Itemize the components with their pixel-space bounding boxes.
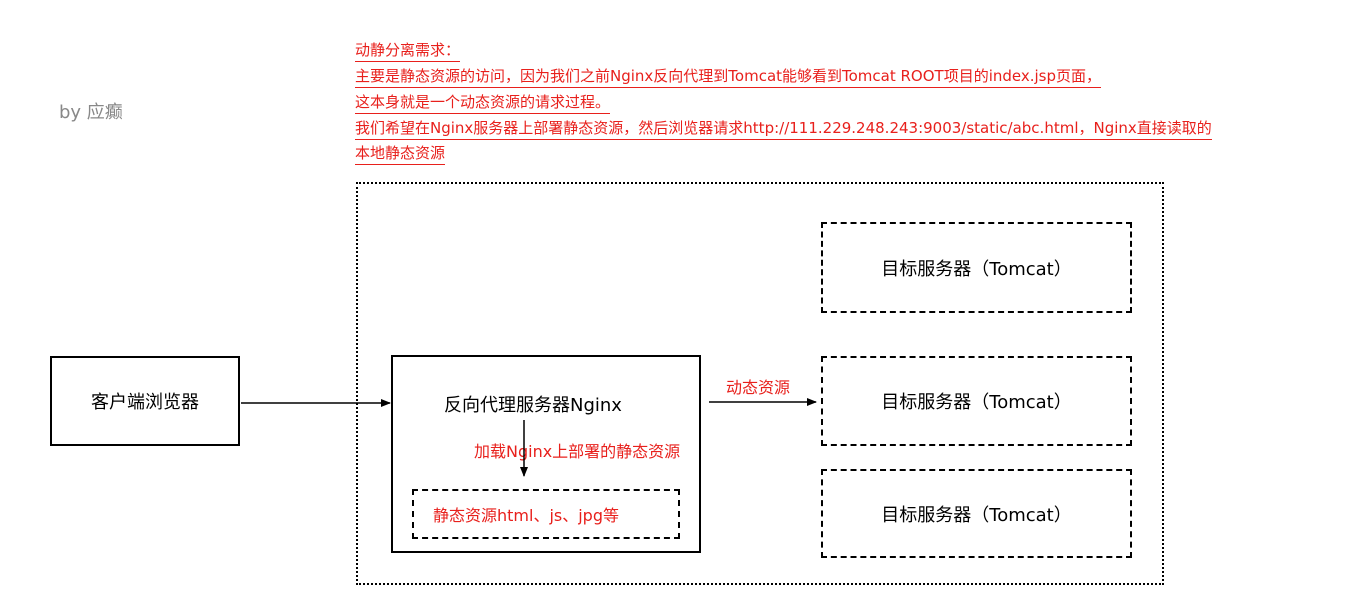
static-resources-node: 静态资源html、js、jpg等 <box>412 489 680 539</box>
client-browser-node: 客户端浏览器 <box>50 356 240 446</box>
tomcat-server-label: 目标服务器（Tomcat） <box>881 504 1072 526</box>
tomcat-server-node: 目标服务器（Tomcat） <box>821 356 1132 446</box>
client-browser-label: 客户端浏览器 <box>91 392 199 413</box>
author-credit: by 应癫 <box>59 102 123 123</box>
requirements-line: 我们希望在Nginx服务器上部署静态资源，然后浏览器请求http://111.2… <box>355 118 1212 140</box>
tomcat-server-node: 目标服务器（Tomcat） <box>821 222 1132 313</box>
tomcat-server-label: 目标服务器（Tomcat） <box>881 392 1072 413</box>
tomcat-server-label: 目标服务器（Tomcat） <box>881 258 1072 280</box>
server-cluster-frame <box>356 182 1164 585</box>
nginx-proxy-node <box>391 355 701 553</box>
nginx-proxy-label: 反向代理服务器Nginx <box>444 395 622 416</box>
requirements-line: 本地静态资源 <box>355 143 446 165</box>
tomcat-server-node: 目标服务器（Tomcat） <box>821 469 1132 558</box>
requirements-line: 主要是静态资源的访问，因为我们之前Nginx反向代理到Tomcat能够看到Tom… <box>355 66 1102 88</box>
requirements-line: 这本身就是一个动态资源的请求过程。 <box>355 92 611 114</box>
static-resources-label: 静态资源html、js、jpg等 <box>433 506 619 525</box>
load-static-label: 加载Nginx上部署的静态资源 <box>474 442 681 461</box>
dynamic-resources-label: 动态资源 <box>726 378 791 397</box>
requirements-line: 动静分离需求： <box>355 40 461 62</box>
